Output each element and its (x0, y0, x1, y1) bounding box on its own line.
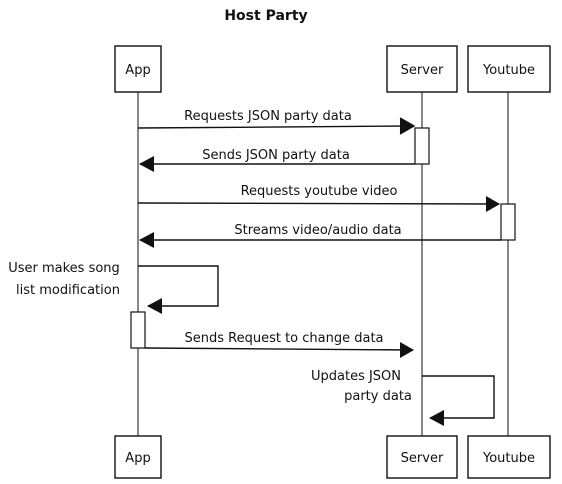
participant-youtube-bottom-label: Youtube (482, 451, 535, 466)
message-user-modification-line1: User makes song (8, 261, 120, 276)
message-requests-video-label: Requests youtube video (241, 184, 398, 199)
participant-app-bottom: App (114, 435, 162, 479)
message-sends-json: Sends JSON party data (139, 148, 415, 172)
server-activation-1 (414, 127, 430, 165)
participant-server-bottom-label: Server (401, 451, 444, 466)
participant-server-label: Server (401, 63, 444, 78)
participant-app-top: App (114, 45, 162, 93)
participant-app-label: App (125, 63, 150, 78)
message-streams-data: Streams video/audio data (139, 223, 501, 248)
participant-youtube-bottom: Youtube (467, 435, 551, 479)
participant-youtube-label: Youtube (482, 63, 535, 78)
participant-server-top: Server (386, 45, 458, 93)
participant-app-bottom-label: App (125, 451, 150, 466)
message-requests-json-label: Requests JSON party data (184, 109, 352, 124)
message-updates-json-line1: Updates JSON (311, 369, 401, 384)
message-sends-change-request: Sends Request to change data (144, 331, 414, 358)
message-user-modification-line2: list modification (16, 283, 120, 298)
message-updates-json: Updates JSON party data (311, 369, 495, 426)
message-streams-data-label: Streams video/audio data (234, 223, 401, 238)
message-sends-change-request-label: Sends Request to change data (184, 331, 383, 346)
message-requests-json: Requests JSON party data (137, 109, 416, 135)
message-requests-video: Requests youtube video (137, 184, 500, 212)
participant-server-bottom: Server (386, 435, 458, 479)
participant-youtube-top: Youtube (467, 45, 551, 93)
youtube-activation (500, 203, 516, 241)
app-activation (130, 311, 146, 349)
message-sends-json-label: Sends JSON party data (202, 148, 350, 163)
message-user-modification: User makes song list modification (8, 261, 219, 314)
diagram-title: Host Party (224, 8, 307, 24)
message-updates-json-line2: party data (344, 389, 412, 404)
